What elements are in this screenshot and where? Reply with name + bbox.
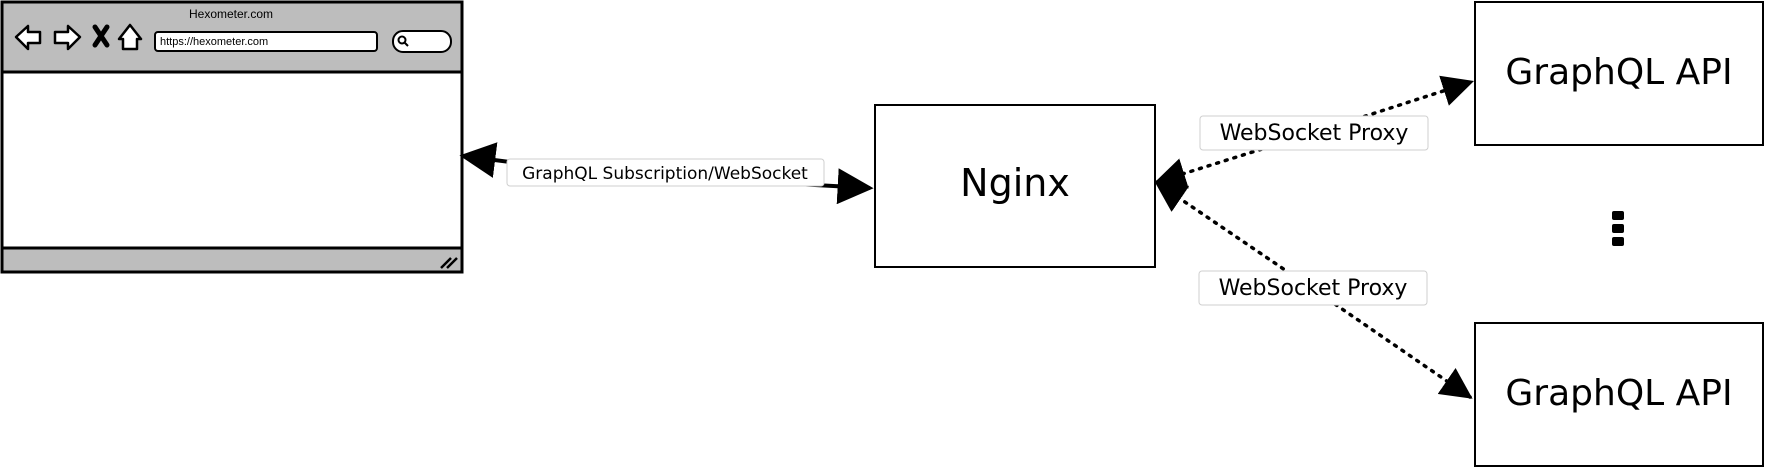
graphql-api-top-label: GraphQL API bbox=[1505, 52, 1732, 93]
nginx-label: Nginx bbox=[960, 161, 1070, 205]
edge-label-proxy-top: WebSocket Proxy bbox=[1199, 115, 1429, 151]
search-field[interactable] bbox=[392, 30, 452, 53]
address-bar-url: https://hexometer.com bbox=[160, 36, 268, 48]
browser-status-bar bbox=[0, 246, 464, 274]
browser-window: Hexometer.com https://hexometer.com bbox=[0, 0, 464, 274]
forward-arrow-icon[interactable] bbox=[53, 24, 82, 51]
graphql-api-bottom-label: GraphQL API bbox=[1505, 373, 1732, 414]
more-instances-icon bbox=[1612, 211, 1624, 246]
edge-label-client-nginx: GraphQL Subscription/WebSocket bbox=[506, 158, 825, 187]
close-icon[interactable] bbox=[92, 24, 110, 48]
edge-label-proxy-bottom: WebSocket Proxy bbox=[1198, 270, 1428, 306]
resize-grip-icon[interactable] bbox=[440, 257, 458, 269]
graphql-api-node-top: GraphQL API bbox=[1474, 1, 1764, 146]
nginx-node: Nginx bbox=[874, 104, 1156, 268]
graphql-api-node-bottom: GraphQL API bbox=[1474, 322, 1764, 467]
edge-label-proxy-bottom-text: WebSocket Proxy bbox=[1219, 276, 1408, 301]
edge-label-client-nginx-text: GraphQL Subscription/WebSocket bbox=[522, 164, 808, 184]
browser-title: Hexometer.com bbox=[189, 7, 273, 21]
edge-label-proxy-top-text: WebSocket Proxy bbox=[1220, 121, 1409, 146]
address-bar[interactable] bbox=[154, 31, 378, 52]
home-icon[interactable] bbox=[117, 23, 143, 51]
search-icon bbox=[397, 35, 409, 47]
back-arrow-icon[interactable] bbox=[14, 24, 42, 51]
